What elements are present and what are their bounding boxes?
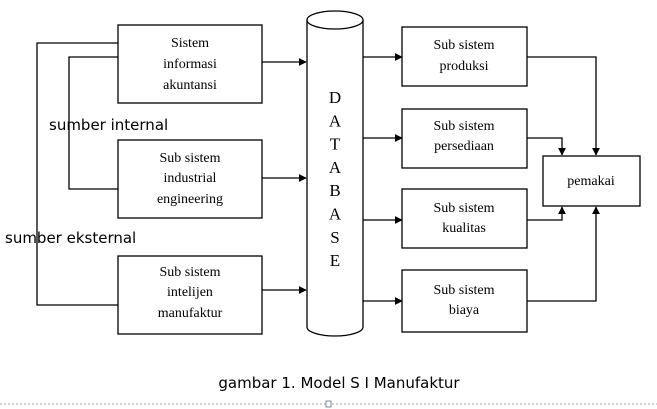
source-akuntansi-line-3: akuntansi [163,78,217,93]
subsystem-box-persediaan: Sub sistem persediaan [401,108,528,169]
label-sumber-internal: sumber internal [49,116,168,134]
subsystem-produksi-line-2: produksi [440,59,489,74]
subsystem-persediaan-line-1: Sub sistem [433,119,494,134]
arrow-kualitas-to-pemakai [527,206,566,221]
source-engineering-line-1: Sub sistem [159,151,220,166]
source-box-engineering: Sub sistem industrial engineering [117,139,263,219]
arrow-persediaan-to-pemakai [527,137,566,156]
database-letter: D [329,88,341,107]
source-box-intelijen: Sub sistem intelijen manufaktur [117,255,263,335]
database-letter: A [329,111,342,130]
arrow-produksi-to-pemakai [527,56,600,156]
subsystem-kualitas-line-2: kualitas [442,221,486,236]
database-letter: B [329,181,340,200]
internal-source-line [68,56,118,190]
source-akuntansi-line-1: Sistem [171,36,209,51]
source-akuntansi-line-2: informasi [163,57,217,72]
source-engineering-line-2: industrial [164,171,217,186]
label-sumber-eksternal: sumber eksternal [5,229,136,247]
subsystem-box-kualitas: Sub sistem kualitas [401,188,528,249]
user-label: pemakai [567,174,615,189]
user-box-pemakai: pemakai [542,155,641,207]
external-source-line [36,42,118,306]
database-cylinder [306,10,364,337]
source-intelijen-line-2: intelijen [167,285,213,300]
ruler-handle[interactable] [325,400,332,408]
subsystem-produksi-line-1: Sub sistem [433,38,494,53]
source-engineering-line-3: engineering [157,192,223,207]
subsystem-persediaan-line-2: persediaan [434,139,494,154]
subsystem-box-produksi: Sub sistem produksi [401,26,528,87]
subsystem-biaya-line-1: Sub sistem [433,283,494,298]
subsystem-biaya-line-2: biaya [449,303,480,318]
subsystem-kualitas-line-1: Sub sistem [433,201,494,216]
source-intelijen-line-3: manufaktur [158,306,223,321]
database-letter: E [330,251,340,270]
figure-caption: gambar 1. Model S I Manufaktur [218,374,460,392]
database-letter: A [329,205,342,224]
database-letter: S [330,228,339,247]
document-ruler [0,400,657,408]
database-letter: A [329,158,342,177]
database-letter: T [330,135,341,154]
arrow-biaya-to-pemakai [527,206,600,302]
subsystem-box-biaya: Sub sistem biaya [401,269,528,333]
source-intelijen-line-1: Sub sistem [159,265,220,280]
source-box-akuntansi: Sistem informasi akuntansi [117,24,263,104]
